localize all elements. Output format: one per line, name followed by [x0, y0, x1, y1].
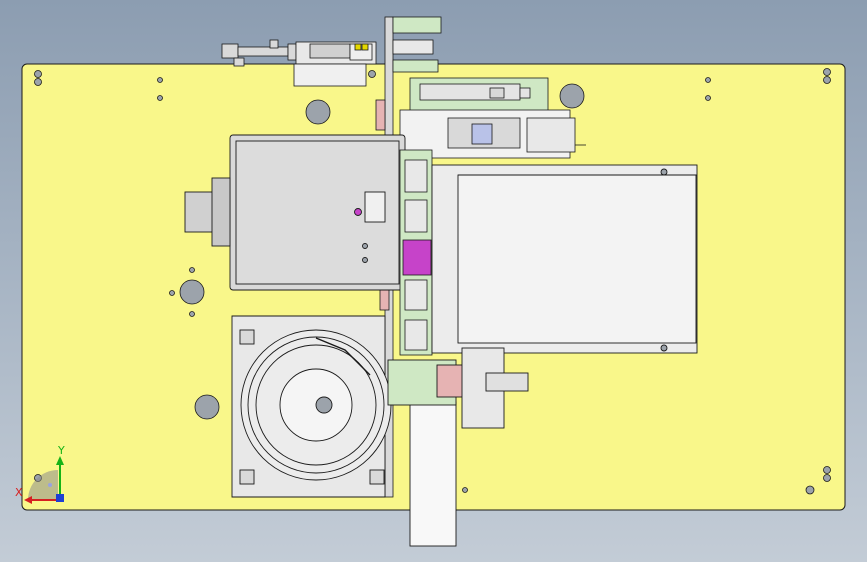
y-axis-label: Y	[57, 444, 65, 457]
feeder-track	[399, 149, 433, 356]
collector-box	[431, 164, 698, 354]
hopper-housing	[184, 134, 406, 291]
x-axis-label: X	[15, 486, 23, 499]
vibratory-bowl	[240, 329, 392, 481]
coordinate-triad-icon	[24, 456, 64, 504]
clearance-holes	[179, 70, 585, 420]
chute	[387, 347, 529, 547]
top-cylinder	[221, 39, 377, 87]
corner-holes	[34, 68, 831, 495]
